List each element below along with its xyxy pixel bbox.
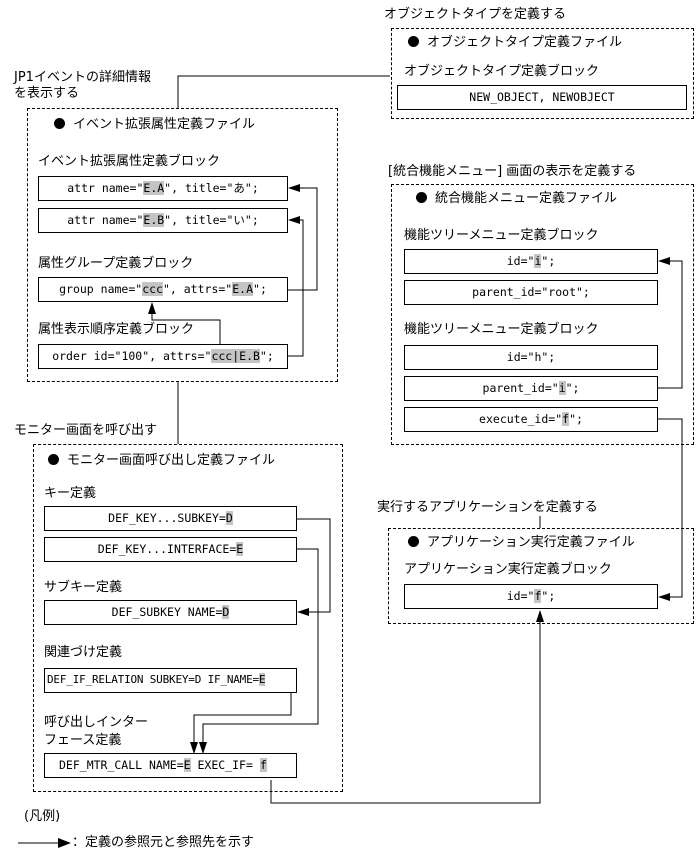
highlight-mark: f bbox=[562, 412, 570, 426]
highlight-mark: E.B bbox=[143, 213, 165, 227]
highlight-mark: E bbox=[183, 758, 191, 772]
event-caption-line1: JP1イベントの詳細情報 bbox=[14, 70, 151, 85]
legend-text: ：定義の参照元と参照先を示す bbox=[72, 835, 255, 850]
call-box: DEF_MTR_CALL NAME=E EXEC_IF= f bbox=[44, 753, 297, 778]
menu-file-box bbox=[391, 184, 694, 445]
monitor-caption: モニター画面を呼び出す bbox=[14, 423, 158, 438]
group-block-label: 属性グループ定義ブロック bbox=[38, 256, 194, 271]
app-file-box bbox=[388, 528, 694, 624]
order-block-label: 属性表示順序定義ブロック bbox=[38, 322, 195, 337]
order-box: order id="100", attrs="ccc|E.B"; bbox=[38, 344, 288, 369]
event-caption-connector bbox=[177, 75, 390, 108]
highlight-mark: D bbox=[222, 605, 230, 619]
highlight-mark: i bbox=[534, 254, 542, 268]
subkey-box: DEF_SUBKEY NAME=D bbox=[44, 600, 297, 625]
event-block-label: イベント拡張属性定義ブロック bbox=[38, 154, 221, 169]
highlight-mark: D bbox=[225, 511, 233, 525]
menu-block1-label: 機能ツリーメニュー定義ブロック bbox=[404, 228, 599, 243]
highlight-mark: ccc|E.B bbox=[211, 349, 260, 363]
bullet-icon bbox=[54, 118, 65, 129]
attr2-box: attr name="E.B", title="い"; bbox=[38, 208, 288, 233]
highlight-mark: E bbox=[258, 673, 266, 686]
menu-id2-box: id="h"; bbox=[404, 345, 658, 370]
key-def-label: キー定義 bbox=[44, 486, 97, 501]
highlight-mark: ccc bbox=[142, 282, 163, 296]
monitor-file-box bbox=[33, 444, 343, 792]
menu-file-title: 統合機能メニュー定義ファイル bbox=[416, 191, 617, 207]
highlight-mark: E.A bbox=[232, 282, 254, 296]
app-caption: 実行するアプリケーションを定義する bbox=[377, 500, 598, 515]
app-block-label: アプリケーション実行定義ブロック bbox=[404, 562, 612, 577]
event-file-title: イベント拡張属性定義ファイル bbox=[54, 117, 255, 133]
monitor-file-title: モニター画面呼び出し定義ファイル bbox=[48, 453, 275, 469]
app-file-title: アプリケーション実行定義ファイル bbox=[408, 535, 635, 551]
relation-box: DEF_IF_RELATION SUBKEY=D IF_NAME=E bbox=[44, 668, 297, 693]
bullet-icon bbox=[416, 192, 427, 203]
object-type-caption: オブジェクトタイプを定義する bbox=[384, 7, 567, 22]
app-id-box: id="f"; bbox=[404, 584, 658, 609]
event-file-box bbox=[27, 108, 338, 382]
event-caption-line2: を表示する bbox=[14, 86, 80, 101]
subkey-def-label: サブキー定義 bbox=[44, 580, 123, 595]
legend-arrow-icon bbox=[18, 838, 71, 848]
highlight-mark: E bbox=[236, 542, 244, 556]
menu-parent2-box: parent_id="i"; bbox=[404, 376, 658, 401]
menu-execute-box: execute_id="f"; bbox=[404, 407, 658, 432]
highlight-mark: f bbox=[259, 758, 267, 772]
menu-id1-box: id="i"; bbox=[404, 249, 658, 274]
object-type-file-box bbox=[391, 28, 694, 119]
call-def-label-line2: フェース定義 bbox=[44, 733, 122, 748]
object-type-file-title: オブジェクトタイプ定義ファイル bbox=[408, 35, 622, 51]
menu-caption: [統合機能メニュー] 画面の表示を定義する bbox=[388, 164, 637, 179]
bullet-icon bbox=[408, 36, 419, 47]
object-type-block-label: オブジェクトタイプ定義ブロック bbox=[404, 64, 600, 79]
highlight-mark: E.A bbox=[143, 181, 165, 195]
key1-box: DEF_KEY...SUBKEY=D bbox=[44, 506, 297, 531]
group-box: group name="ccc", attrs="E.A"; bbox=[38, 277, 288, 302]
key2-box: DEF_KEY...INTERFACE=E bbox=[44, 537, 297, 562]
menu-block2-label: 機能ツリーメニュー定義ブロック bbox=[404, 322, 599, 337]
object-type-value-box: NEW_OBJECT, NEWOBJECT bbox=[397, 85, 687, 110]
bullet-icon bbox=[48, 454, 59, 465]
relation-def-label: 関連づけ定義 bbox=[44, 645, 123, 660]
call-def-label-line1: 呼び出しインター bbox=[44, 715, 149, 730]
highlight-mark: f bbox=[534, 589, 542, 603]
menu-parent1-box: parent_id="root"; bbox=[404, 280, 658, 305]
legend-title: (凡例) bbox=[24, 809, 61, 824]
attr1-box: attr name="E.A", title="あ"; bbox=[38, 176, 288, 201]
highlight-mark: i bbox=[558, 381, 566, 395]
bullet-icon bbox=[408, 536, 419, 547]
